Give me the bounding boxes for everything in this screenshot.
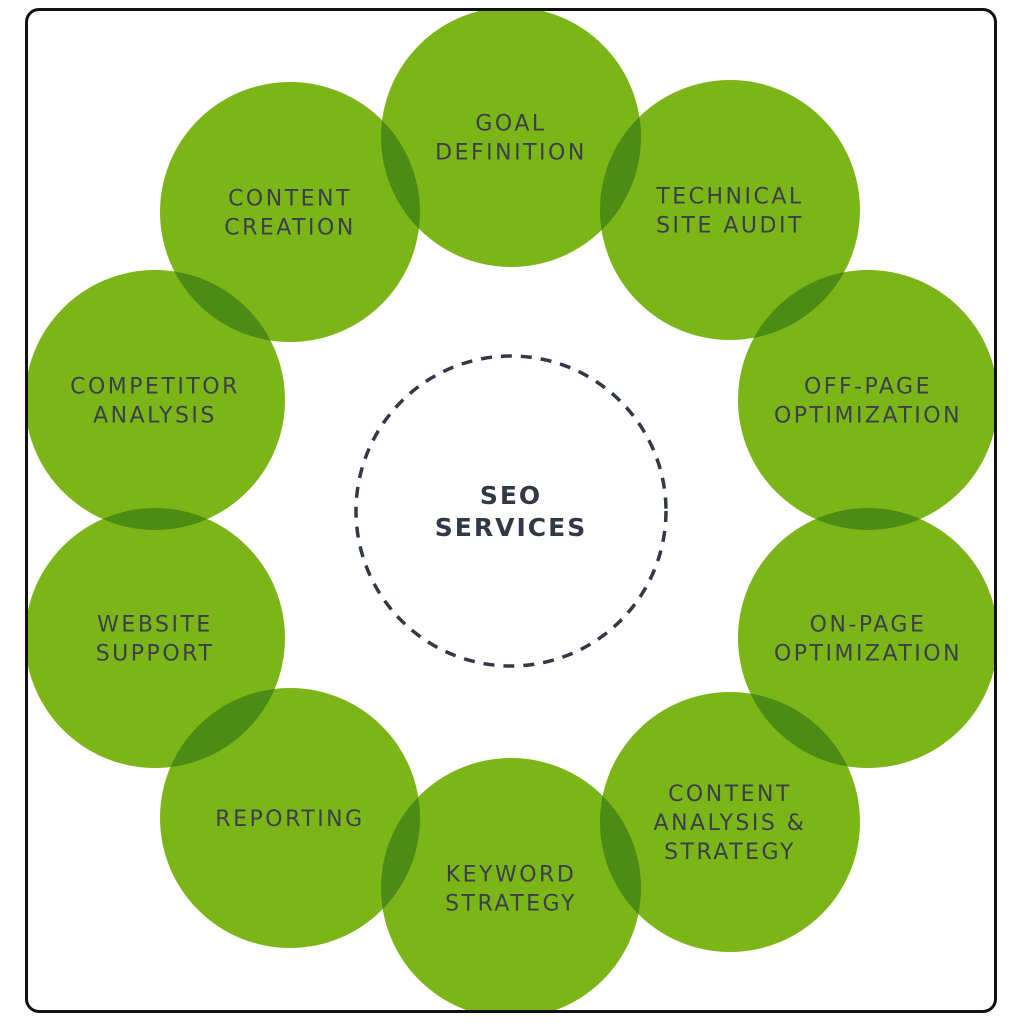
node-circle-website-support: [28, 508, 285, 768]
node-label-line: SITE AUDIT: [656, 214, 804, 239]
node-label-line: OPTIMIZATION: [774, 642, 962, 667]
node-label-reporting: REPORTING: [215, 807, 364, 832]
node-label-line: COMPETITOR: [70, 375, 240, 400]
node-label-keyword-strategy: KEYWORD STRATEGY: [445, 863, 577, 917]
node-circle-off-page-optimization: [738, 270, 994, 530]
node-label-website-support: WEBSITE SUPPORT: [96, 613, 215, 667]
node-circle-content-creation: [160, 82, 420, 342]
node-label-content-creation: CONTENT CREATION: [224, 187, 356, 241]
node-circle-competitor-analysis: [28, 270, 285, 530]
node-circle-technical-site-audit: [600, 80, 860, 340]
node-circle-keyword-strategy: [381, 758, 641, 1010]
node-label-technical-site-audit: TECHNICAL SITE AUDIT: [655, 185, 804, 239]
center-label-line: SEO: [480, 481, 542, 510]
node-circle-on-page-optimization: [738, 508, 994, 768]
node-label-line: CONTENT: [228, 187, 352, 212]
node-label-line: ANALYSIS: [93, 404, 217, 429]
node-label-line: DEFINITION: [435, 141, 587, 166]
center-label-line: SERVICES: [435, 513, 587, 542]
node-label-line: WEBSITE: [97, 613, 213, 638]
node-label-line: GOAL: [475, 112, 546, 137]
node-label-line: KEYWORD: [446, 863, 577, 888]
node-circle-reporting: [160, 688, 420, 948]
node-label-line: ANALYSIS &: [654, 811, 807, 836]
node-label-line: OFF-PAGE: [804, 375, 932, 400]
node-label-line: CREATION: [224, 216, 356, 241]
node-label-line: ON-PAGE: [810, 613, 927, 638]
node-label-competitor-analysis: COMPETITOR ANALYSIS: [70, 375, 240, 429]
node-label-line: OPTIMIZATION: [774, 404, 962, 429]
node-label-line: STRATEGY: [664, 840, 796, 865]
node-label-on-page-optimization: ON-PAGE OPTIMIZATION: [774, 613, 962, 667]
node-label-line: STRATEGY: [445, 892, 577, 917]
node-label-off-page-optimization: OFF-PAGE OPTIMIZATION: [774, 375, 962, 429]
center-label: SEO SERVICES: [435, 481, 587, 542]
node-label-line: CONTENT: [668, 782, 792, 807]
node-circle-content-analysis-strategy: [600, 692, 860, 952]
node-label-line: SUPPORT: [96, 642, 215, 667]
center-dashed-ring: [354, 354, 668, 668]
node-label-line: REPORTING: [215, 807, 364, 832]
node-label-goal-definition: GOAL DEFINITION: [435, 112, 587, 166]
node-circle-goal-definition: [381, 11, 641, 267]
node-label-line: TECHNICAL: [655, 185, 803, 210]
node-label-content-analysis-strategy: CONTENT ANALYSIS & STRATEGY: [654, 782, 807, 865]
